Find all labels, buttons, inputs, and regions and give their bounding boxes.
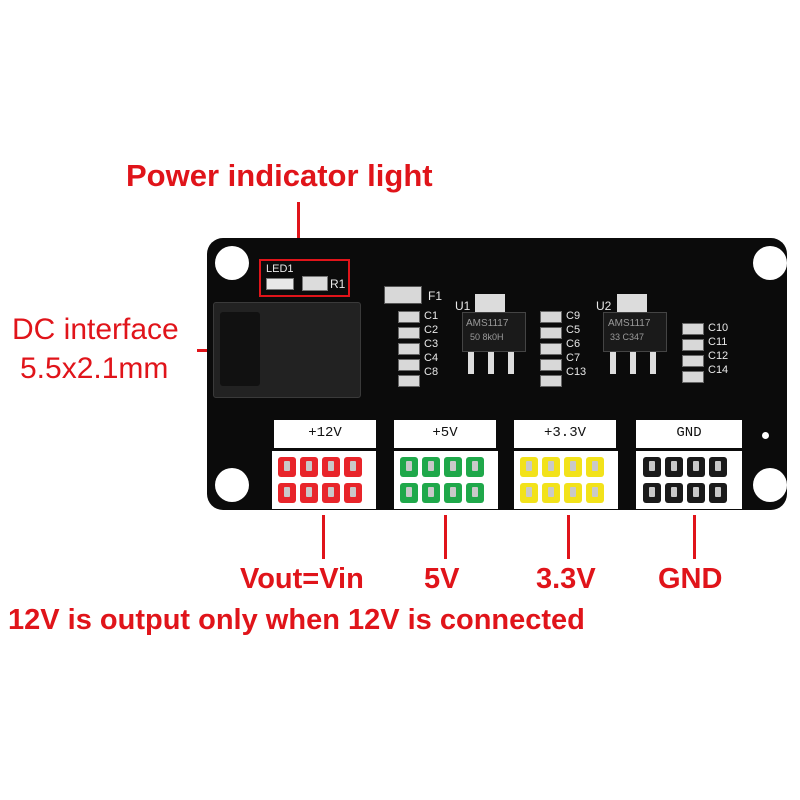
cap-label-c10: C10 (708, 322, 729, 334)
header-label-3v3: +3.3V (514, 420, 616, 448)
u1-tab (475, 294, 505, 314)
cap-labels-left: C1 C2 C3 C4 C8 (424, 309, 438, 379)
u2-tab (617, 294, 647, 314)
cap-label-c11: C11 (708, 336, 728, 348)
header-label-5v: +5V (394, 420, 496, 448)
led-component (266, 278, 294, 290)
cap-label-c2: C2 (424, 324, 439, 336)
cap-labels-middle: C9 C5 C6 C7 C13 (566, 309, 586, 379)
cap-label-c9: C9 (566, 310, 581, 322)
pin-header-3v3 (514, 451, 618, 509)
cap-label-c4: C4 (424, 352, 439, 364)
mounting-hole-top-right (753, 246, 787, 280)
dc-interface-size-label: 5.5x2.1mm (20, 352, 169, 385)
capacitor-column-middle (540, 311, 562, 391)
cap-label-c1: C1 (424, 310, 439, 322)
u2-marking-1: AMS1117 (608, 318, 651, 329)
dc-interface-label: DC interface (12, 313, 179, 346)
vout-label: Vout=Vin (240, 563, 364, 595)
u1-leads (468, 352, 514, 374)
u1-marking-2: 50 8k0H (470, 332, 504, 342)
power-indicator-label: Power indicator light (126, 158, 433, 193)
mounting-hole-bottom-left (215, 468, 249, 502)
cap-label-c7: C7 (566, 352, 581, 364)
pin-header-gnd (636, 451, 742, 509)
resistor-component (302, 276, 328, 291)
u2-leads (610, 352, 656, 374)
pin-header-12v (272, 451, 376, 509)
fuse-component (384, 286, 422, 304)
led1-label: LED1 (266, 263, 294, 275)
mounting-hole-top-left (215, 246, 249, 280)
five-v-label: 5V (424, 563, 460, 595)
cap-label-c5: C5 (566, 324, 581, 336)
power-indicator-arrow (297, 202, 300, 260)
u1-marking-1: AMS1117 (466, 318, 509, 329)
arrow-3v3 (567, 515, 570, 559)
three-v-label: 3.3V (536, 563, 596, 595)
note-label: 12V is output only when 12V is connected (8, 604, 585, 636)
f1-label: F1 (428, 289, 443, 303)
mounting-hole-bottom-right (753, 468, 787, 502)
header-label-12v: +12V (274, 420, 376, 448)
cap-label-c13: C13 (566, 366, 587, 378)
header-label-gnd: GND (636, 420, 742, 448)
arrow-gnd (693, 515, 696, 559)
dc-jack-socket (220, 312, 260, 386)
u1-label: U1 (455, 299, 471, 313)
pin-header-5v (394, 451, 498, 509)
u1-chip (462, 312, 526, 352)
arrow-12v (322, 515, 325, 559)
u2-chip (603, 312, 667, 352)
cap-labels-right: C10 C11 C12 C14 (708, 321, 728, 377)
power-indicator-highlight (259, 259, 350, 297)
cap-label-c14: C14 (708, 364, 729, 376)
u2-marking-2: 33 C347 (610, 332, 645, 342)
cap-label-c12: C12 (708, 350, 729, 362)
gnd-label: GND (658, 563, 723, 595)
capacitor-column-left (398, 311, 420, 391)
r1-label: R1 (330, 277, 346, 291)
cap-label-c6: C6 (566, 338, 581, 350)
arrow-5v (444, 515, 447, 559)
capacitor-column-right (682, 323, 704, 387)
cap-label-c3: C3 (424, 338, 439, 350)
cap-label-c8: C8 (424, 366, 439, 378)
u2-label: U2 (596, 299, 612, 313)
via-dot (762, 432, 769, 439)
